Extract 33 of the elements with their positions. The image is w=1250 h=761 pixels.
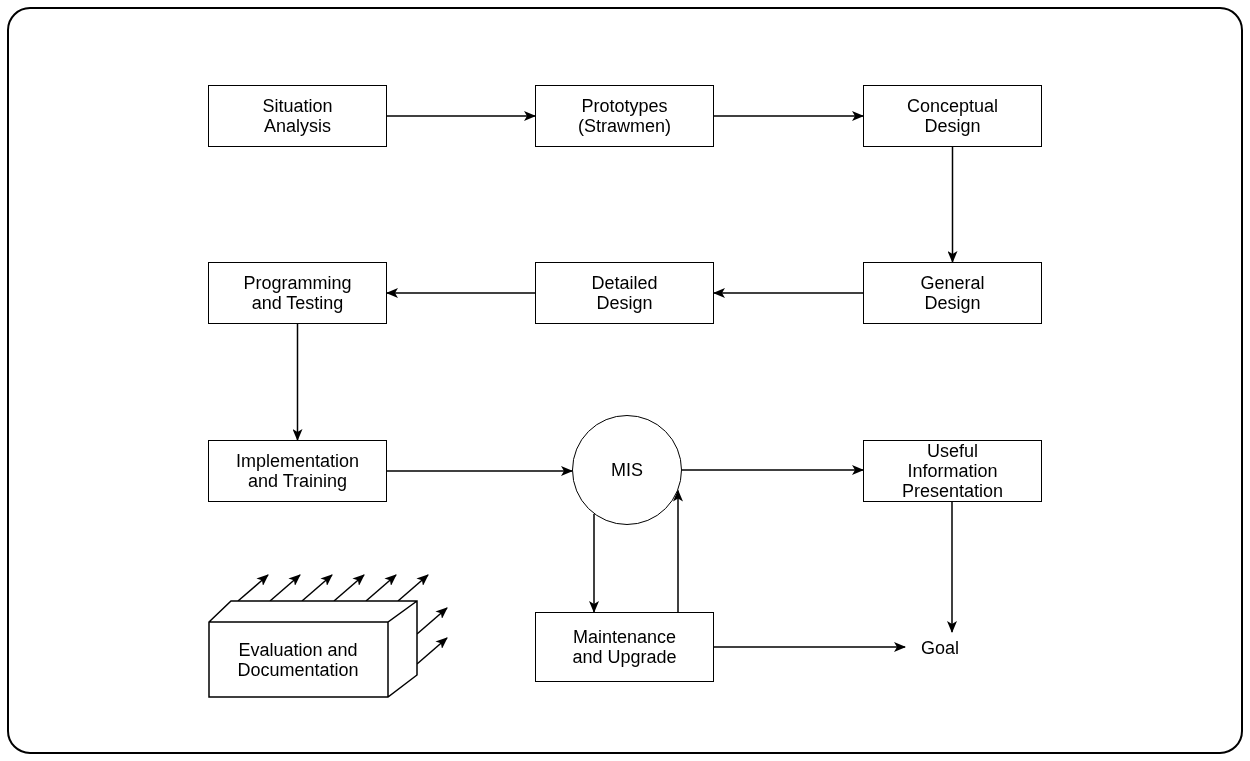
- arrow: [416, 637, 448, 665]
- arrow: [673, 489, 683, 613]
- arrow: [713, 642, 906, 652]
- process-box: Situation Analysis: [208, 85, 387, 147]
- arrow: [681, 465, 864, 475]
- arrow: [947, 501, 957, 633]
- arrow: [947, 146, 958, 263]
- arrow: [589, 513, 599, 613]
- 3d-box: [208, 600, 418, 698]
- process-box: Maintenance and Upgrade: [535, 612, 714, 682]
- node-text: Evaluation and Documentation: [236, 638, 360, 682]
- arrow: [333, 574, 365, 602]
- arrow: [386, 288, 536, 298]
- arrow: [416, 607, 448, 635]
- process-box: Detailed Design: [535, 262, 714, 324]
- arrow: [386, 466, 573, 476]
- arrow: [269, 574, 301, 602]
- arrow: [365, 574, 397, 602]
- arrow: [386, 111, 536, 121]
- end-label: Goal: [905, 632, 975, 664]
- arrow: [292, 323, 303, 441]
- process-box: Implementation and Training: [208, 440, 387, 502]
- process-box: Prototypes (Strawmen): [535, 85, 714, 147]
- process-box: Programming and Testing: [208, 262, 387, 324]
- process-box: General Design: [863, 262, 1042, 324]
- process-box: Conceptual Design: [863, 85, 1042, 147]
- arrow: [301, 574, 333, 602]
- node-text: MIS: [611, 460, 643, 480]
- process-box: Useful Information Presentation: [863, 440, 1042, 502]
- arrow: [713, 288, 864, 298]
- arrow: [237, 574, 269, 602]
- arrow: [397, 574, 429, 602]
- arrow: [713, 111, 864, 121]
